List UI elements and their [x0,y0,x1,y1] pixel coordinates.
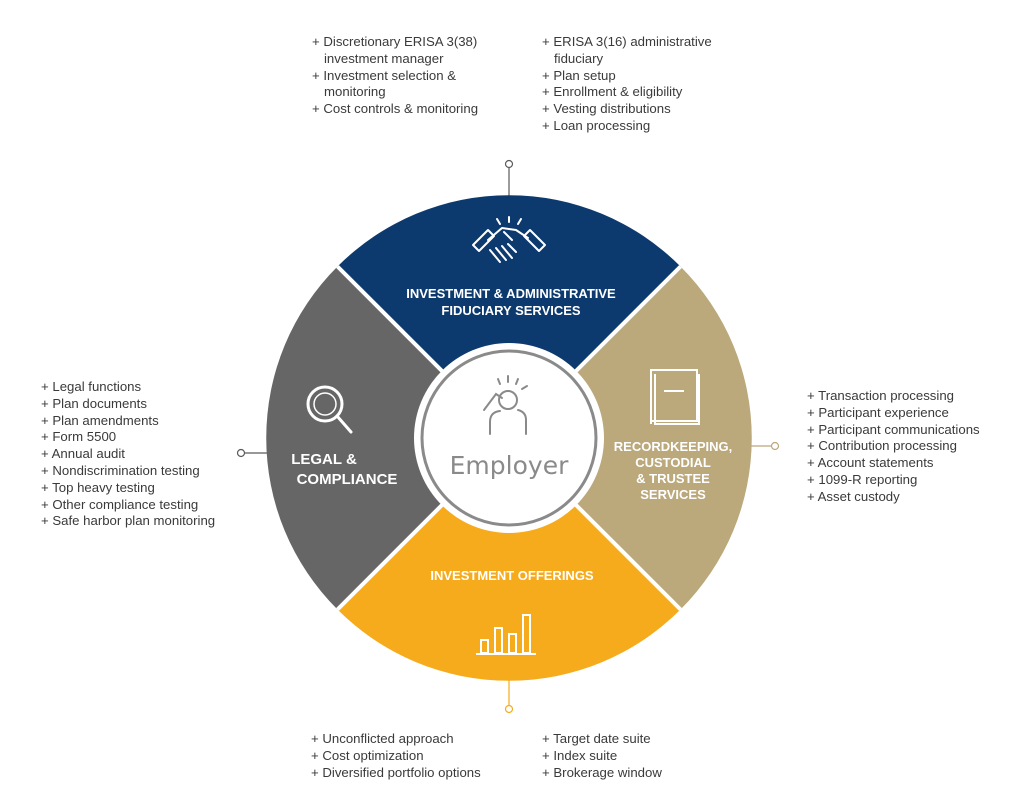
segment-bottom-label: INVESTMENT OFFERINGS [430,568,594,583]
list-item: Nondiscrimination testing [41,463,241,480]
handshake-icon [472,216,546,263]
list-item: Safe harbor plan monitoring [41,513,241,530]
list-item: Asset custody [807,489,1017,506]
segment-left-label-line1: LEGAL & [291,451,357,468]
segment-top-label-line1: INVESTMENT & ADMINISTRATIVE [406,286,616,301]
list-right: Transaction processing Participant exper… [807,388,1017,506]
segment-right-label-line3: & TRUSTEE [636,471,710,486]
segment-top [337,195,681,385]
center-ring [420,349,598,527]
connector-right-dot [770,441,780,451]
center-disc [414,343,604,533]
list-item: Annual audit [41,446,241,463]
segment-right-label-line4: SERVICES [640,487,706,502]
list-item: Vesting distributions [542,101,742,118]
center-label: Employer [450,451,569,480]
list-item: Plan setup [542,68,742,85]
segment-right [562,266,752,610]
segment-right-label-line1: RECORDKEEPING, [614,439,732,454]
list-item: Contribution processing [807,438,1017,455]
list-item: Diversified portfolio options [311,765,521,782]
bar-chart-icon [476,614,536,655]
document-icon [650,369,700,425]
list-item: ERISA 3(16) administrative fiduciary [542,34,742,68]
list-bottom-left: Unconflicted approach Cost optimization … [311,731,521,781]
segment-bottom [337,491,681,681]
segment-left-label-line2: COMPLIANCE [297,471,398,488]
list-left: Legal functions Plan documents Plan amen… [41,379,241,530]
list-item: Unconflicted approach [311,731,521,748]
list-item: Legal functions [41,379,241,396]
magnifier-icon [306,385,353,434]
list-item: Account statements [807,455,1017,472]
segment-left [266,266,456,610]
list-item: Index suite [542,748,702,765]
list-item: Plan documents [41,396,241,413]
list-item: Transaction processing [807,388,1017,405]
list-item: Other compliance testing [41,497,241,514]
thinking-person-icon [483,375,528,435]
list-item: Top heavy testing [41,480,241,497]
list-item: Target date suite [542,731,702,748]
list-item: Cost optimization [311,748,521,765]
list-item: Participant communications [807,422,1017,439]
list-item: Brokerage window [542,765,702,782]
list-item: Form 5500 [41,429,241,446]
list-bottom-right: Target date suite Index suite Brokerage … [542,731,702,781]
segment-top-label-line2: FIDUCIARY SERVICES [441,303,581,318]
list-item: Participant experience [807,405,1017,422]
list-item: Loan processing [542,118,742,135]
list-item: Discretionary ERISA 3(38) investment man… [312,34,517,68]
connector-top-dot [504,159,514,169]
segment-right-label-line2: CUSTODIAL [635,455,711,470]
list-item: Investment selection & monitoring [312,68,517,102]
list-item: 1099-R reporting [807,472,1017,489]
list-item: Enrollment & eligibility [542,84,742,101]
connector-bottom-dot [504,704,514,714]
list-item: Cost controls & monitoring [312,101,517,118]
list-top-left: Discretionary ERISA 3(38) investment man… [312,34,517,118]
list-item: Plan amendments [41,413,241,430]
list-top-right: ERISA 3(16) administrative fiduciary Pla… [542,34,742,135]
